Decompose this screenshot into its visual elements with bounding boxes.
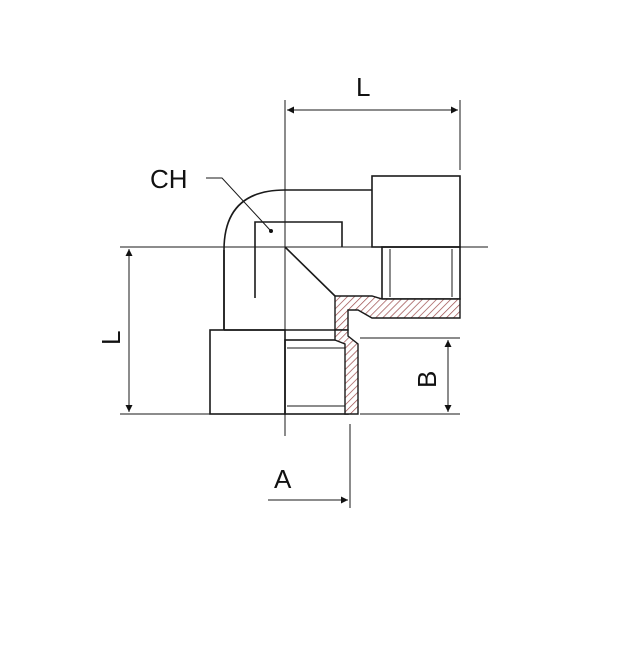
bottom-port-bore: [284, 339, 349, 415]
right-port-nut: [371, 175, 461, 248]
bottom-port-nut: [209, 329, 286, 415]
thread-b-label: B: [412, 371, 442, 388]
section-diagonal: [284, 246, 336, 297]
wrench-size-leader: [206, 177, 271, 231]
top-length-label: L: [356, 72, 370, 102]
elbow-inner-contour: [254, 221, 343, 298]
elbow-body-outline: [223, 189, 372, 330]
wrench-size-label: CH: [150, 164, 188, 194]
thread-a-label: A: [274, 464, 292, 494]
right-port-bore: [381, 246, 461, 300]
left-length-label: L: [96, 331, 126, 345]
right-wall-section: [334, 295, 461, 331]
bottom-wall-section: [334, 329, 359, 415]
wrench-size-leader-dot: [269, 229, 273, 233]
